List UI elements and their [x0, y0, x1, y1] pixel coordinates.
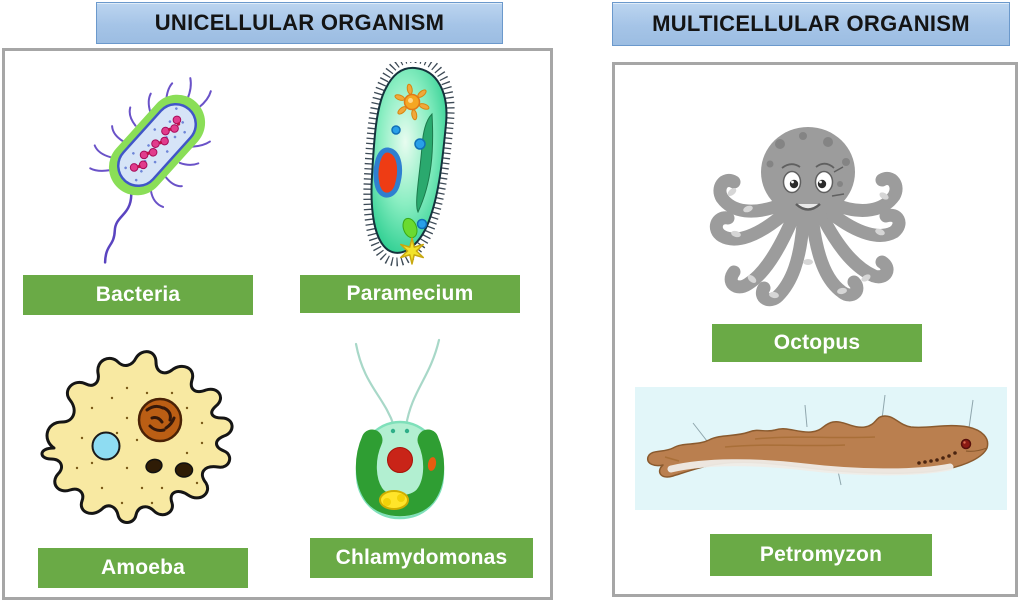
amoeba-illustration: [40, 350, 234, 524]
petromyzon-label: Petromyzon: [710, 534, 932, 576]
amoeba-label: Amoeba: [38, 548, 248, 588]
paramecium-label: Paramecium: [300, 275, 520, 313]
petromyzon-label-text: Petromyzon: [759, 543, 883, 566]
paramecium-sun-organelle: [394, 83, 430, 121]
paramecium-illustration: [363, 54, 455, 267]
multicellular-header-text: MULTICELLULAR ORGANISM: [652, 11, 970, 36]
unicellular-header: UNICELLULAR ORGANISM: [96, 2, 503, 44]
amoeba-label-text: Amoeba: [100, 556, 186, 579]
chlamydomonas-label: Chlamydomonas: [310, 538, 533, 578]
bacteria-label: Bacteria: [23, 275, 253, 315]
bacteria-illustration: [89, 77, 212, 264]
chlamydomonas-illustration: [354, 338, 445, 520]
amoeba-vacuole: [91, 431, 121, 461]
unicellular-panel: Bacteria: [2, 48, 553, 600]
octopus-face: [781, 162, 845, 211]
chlamydomonas-figure: [340, 334, 470, 529]
eyespot: [427, 457, 437, 471]
octopus-label-text: Octopus: [773, 331, 861, 354]
paramecium-label-text: Paramecium: [346, 282, 474, 305]
octopus-figure: [708, 112, 908, 307]
nucleus: [387, 447, 413, 473]
unicellular-header-text: UNICELLULAR ORGANISM: [154, 10, 445, 35]
pyrenoid: [379, 490, 409, 510]
bacteria-figure: [32, 73, 252, 273]
octopus-illustration: [709, 127, 906, 307]
petromyzon-figure: [635, 387, 1007, 510]
chlamydomonas-label-text: Chlamydomonas: [335, 546, 508, 569]
paramecium-figure: [352, 54, 482, 267]
petromyzon-eye: [960, 438, 972, 450]
bacteria-label-text: Bacteria: [95, 283, 181, 306]
petromyzon-illustration: [635, 387, 1007, 510]
multicellular-header: MULTICELLULAR ORGANISM: [612, 2, 1010, 46]
amoeba-nucleus: [137, 397, 183, 443]
octopus-label: Octopus: [712, 324, 922, 362]
multicellular-panel: Octopus: [612, 62, 1018, 597]
amoeba-figure: [32, 348, 237, 528]
